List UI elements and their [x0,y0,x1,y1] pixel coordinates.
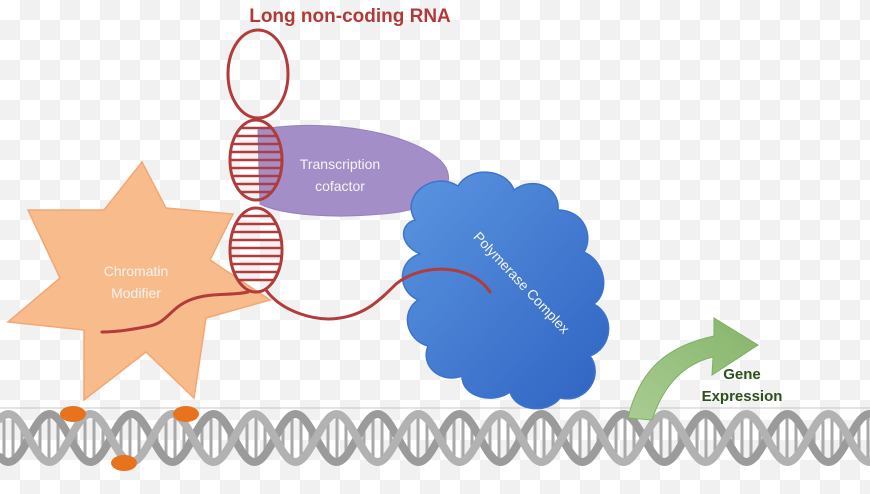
modifier-label-line2: Modifier [111,285,161,301]
chromatin-modifier-star [6,160,272,402]
histone-mark-left [60,406,86,422]
rna-tail-right [264,267,492,321]
gene-label-line1: Gene [723,366,761,383]
rna-base-pairs [230,126,282,282]
cofactor-label-line1: Transcription [300,156,380,172]
histone-mark-right [173,406,199,422]
rna-top-loop [226,28,290,120]
histone-mark-bottom [111,455,137,471]
rna-tail-left [100,290,250,334]
diagram-title: Long non-coding RNA [249,6,451,27]
gene-expression-arrow [627,317,759,421]
rna-lower-stem [228,206,284,294]
dna-strand-b [0,409,870,467]
polymerase-complex-cloud [401,171,610,410]
gene-label-line2: Expression [702,388,783,405]
dna-helix [0,407,870,467]
modifier-label-line1: Chromatin [104,263,169,279]
cofactor-label-line2: cofactor [315,178,365,194]
